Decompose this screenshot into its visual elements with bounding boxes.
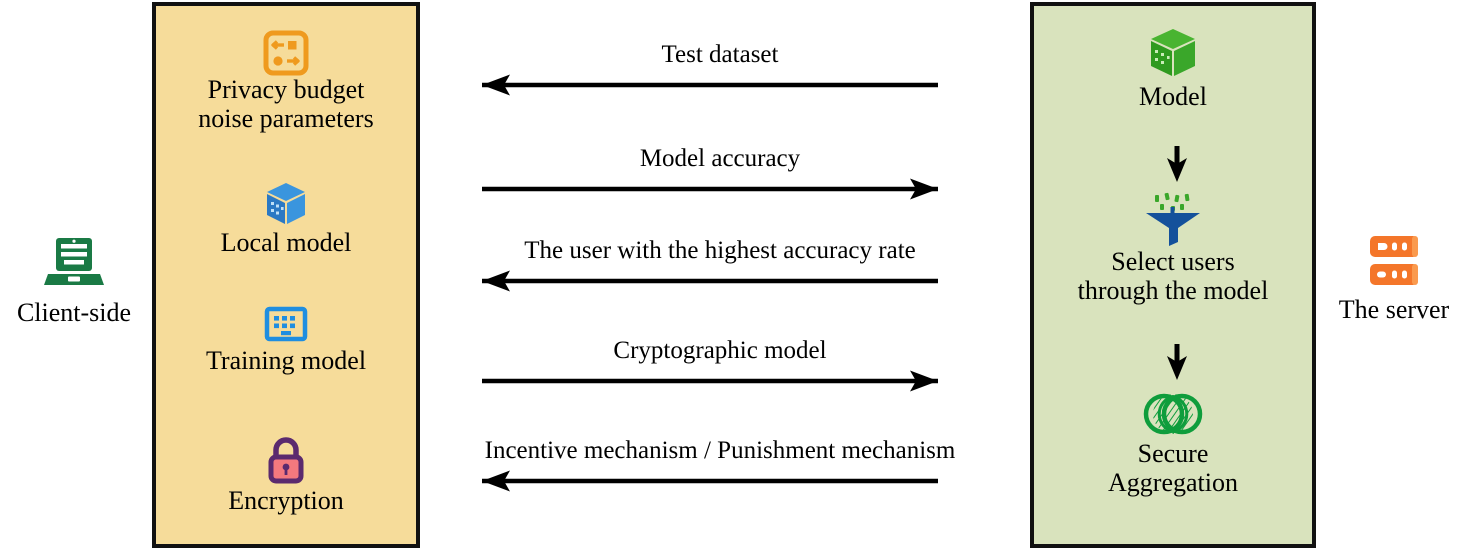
- green-cube-icon: [1146, 26, 1200, 82]
- server-panel: Model Sel: [1030, 2, 1316, 548]
- message-label: Cryptographic model: [613, 337, 827, 364]
- client-item-label-line1: Training model: [205, 346, 367, 375]
- server-item-select-users[interactable]: Select users through the model: [1034, 192, 1312, 305]
- down-arrow-icon: [1034, 342, 1312, 382]
- client-panel: Privacy budget noise parameters Local mo…: [152, 2, 420, 548]
- right-arrow-icon: [430, 178, 1010, 200]
- laptop-icon: [42, 235, 106, 293]
- down-arrow-icon: [1034, 144, 1312, 184]
- left-arrow-icon: [420, 470, 1020, 492]
- message-label: The user with the highest accuracy rate: [524, 237, 916, 264]
- message-label: Test dataset: [661, 41, 779, 68]
- parameters-icon: [263, 30, 309, 76]
- server-item-label-line1: Model: [1139, 82, 1207, 111]
- client-item-label-line1: Encryption: [228, 486, 344, 515]
- server-actor: The server: [1322, 232, 1466, 323]
- message-test-dataset: Test dataset: [430, 42, 1010, 98]
- client-item-label-line1: Privacy budget: [207, 75, 365, 104]
- server-item-label-line2: through the model: [1077, 275, 1269, 305]
- client-item-local-model[interactable]: Local model: [156, 180, 416, 257]
- client-item-label-line2: noise parameters: [198, 103, 374, 133]
- venn-circles-icon: [1142, 390, 1204, 440]
- left-arrow-icon: [430, 270, 1010, 292]
- server-rack-icon: [1364, 232, 1424, 290]
- client-item-encryption[interactable]: Encryption: [156, 434, 416, 515]
- message-model-accuracy: Model accuracy: [430, 146, 1010, 202]
- lock-icon: [262, 434, 310, 486]
- message-cryptographic-model: Cryptographic model: [430, 338, 1010, 394]
- funnel-filter-icon: [1142, 192, 1204, 248]
- training-monitor-icon: [263, 306, 309, 346]
- message-highest-accuracy-user: The user with the highest accuracy rate: [430, 238, 1010, 294]
- message-label: Model accuracy: [639, 145, 801, 172]
- left-arrow-icon: [430, 74, 1010, 96]
- client-item-training-model[interactable]: Training model: [156, 306, 416, 375]
- server-item-model[interactable]: Model: [1034, 26, 1312, 111]
- server-actor-label: The server: [1338, 295, 1450, 324]
- server-item-secure-aggregation[interactable]: Secure Aggregation: [1034, 390, 1312, 497]
- right-arrow-icon: [430, 370, 1010, 392]
- client-actor: Client-side: [0, 235, 148, 326]
- message-label: Incentive mechanism / Punishment mechani…: [484, 437, 956, 464]
- client-item-privacy-budget[interactable]: Privacy budget noise parameters: [156, 30, 416, 133]
- server-item-label-line1: Select users: [1111, 247, 1235, 276]
- cube-icon: [263, 180, 309, 228]
- message-incentive-punishment: Incentive mechanism / Punishment mechani…: [420, 438, 1020, 494]
- client-actor-label: Client-side: [16, 298, 132, 327]
- server-item-label-line2: Aggregation: [1108, 467, 1238, 497]
- server-item-label-line1: Secure: [1137, 439, 1209, 468]
- client-item-label-line1: Local model: [220, 228, 352, 257]
